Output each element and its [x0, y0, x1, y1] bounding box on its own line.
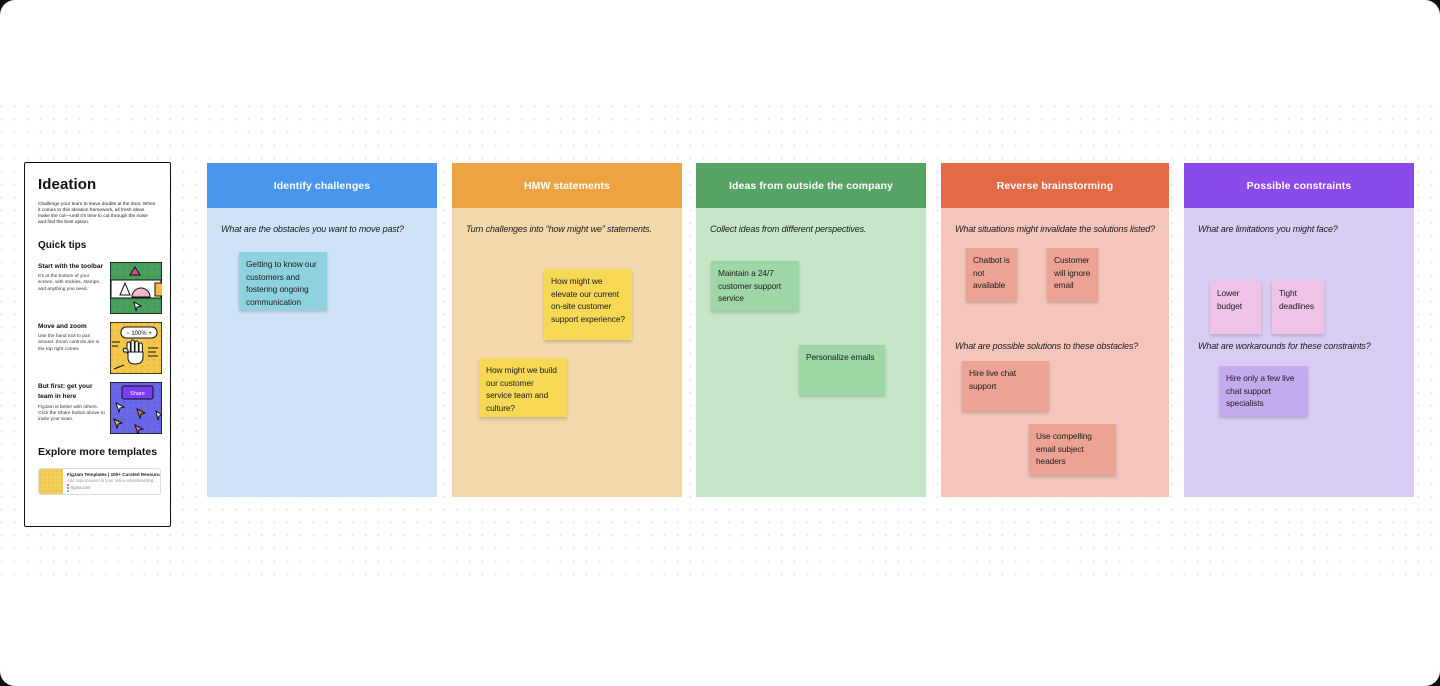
figma-logo-icon: [67, 484, 70, 492]
column-body: Turn challenges into “how might we” stat…: [452, 208, 682, 497]
sticky-note[interactable]: Getting to know our customers and foster…: [239, 252, 327, 310]
tip-start-with-toolbar: Start with the toolbar It's at the botto…: [38, 261, 162, 314]
column-header[interactable]: Reverse brainstorming: [941, 163, 1169, 208]
sticky-note[interactable]: Customer will ignore email: [1047, 248, 1098, 301]
sticky-note[interactable]: Chatbot is not available: [966, 248, 1017, 301]
prompt-text[interactable]: Collect ideas from different perspective…: [710, 224, 867, 234]
share-illustration: Share: [110, 381, 162, 434]
sticky-note[interactable]: How might we build our customer service …: [479, 358, 567, 417]
tip-body: FigJam is better with others. Click the …: [38, 404, 105, 423]
column-body: Collect ideas from different perspective…: [696, 208, 926, 497]
column-body: What situations might invalidate the sol…: [941, 208, 1169, 497]
tip-body: Use the hand tool to pan around. Zoom co…: [38, 334, 100, 352]
prompt-text[interactable]: What are limitations you might face?: [1198, 224, 1338, 234]
zoom-illustration: − 100% +: [110, 321, 162, 374]
card-title: FigJam Templates | 100+ Curated Resource…: [67, 471, 161, 477]
prompt-text[interactable]: Turn challenges into “how might we” stat…: [466, 224, 652, 234]
column-header[interactable]: HMW statements: [452, 163, 682, 208]
column-body: What are limitations you might face? What…: [1184, 208, 1414, 497]
prompt-text[interactable]: What situations might invalidate the sol…: [955, 224, 1156, 234]
sticky-note[interactable]: Hire only a few live chat support specia…: [1219, 366, 1308, 416]
column-body: What are the obstacles you want to move …: [207, 208, 437, 497]
card-link-url[interactable]: figma.com: [71, 485, 91, 491]
card-thumbnail: [39, 468, 63, 494]
column-header[interactable]: Identify challenges: [207, 163, 437, 208]
card-subtitle: Add superpowers to your online whiteboar…: [67, 477, 157, 483]
sticky-note[interactable]: Use compelling email subject headers: [1029, 424, 1116, 475]
quick-tips-heading: Quick tips: [38, 239, 87, 251]
tip-move-and-zoom: Move and zoom Use the hand tool to pan a…: [38, 321, 162, 374]
sticky-note[interactable]: Hire live chat support: [962, 361, 1049, 411]
sticky-note[interactable]: Maintain a 24/7 customer support service: [711, 261, 799, 311]
tip-title: Start with the toolbar: [38, 262, 103, 270]
column-header[interactable]: Possible constraints: [1184, 163, 1414, 208]
prompt-text[interactable]: What are the obstacles you want to move …: [221, 224, 404, 234]
template-link-card[interactable]: FigJam Templates | 100+ Curated Resource…: [38, 467, 161, 495]
sticky-note[interactable]: Personalize emails: [799, 345, 885, 395]
explore-templates-heading: Explore more templates: [38, 445, 158, 458]
sticky-note[interactable]: Lower budget: [1210, 281, 1261, 334]
tip-title: Move and zoom: [38, 322, 87, 330]
tip-body: It's at the bottom of your screen, with …: [38, 274, 101, 292]
share-button-label: Share: [130, 391, 145, 397]
prompt-text[interactable]: What are workarounds for these constrain…: [1198, 341, 1371, 351]
toolbar-illustration: [110, 261, 162, 314]
column-header[interactable]: Ideas from outside the company: [696, 163, 926, 208]
panel-title: Ideation: [38, 176, 97, 193]
template-instructions-panel[interactable]: Ideation Challenge your team to leave do…: [24, 162, 171, 527]
panel-description: Challenge your team to leave doubts at t…: [38, 202, 156, 225]
tip-title: But first: get your team in here: [38, 382, 93, 401]
sticky-note[interactable]: Tight deadlines: [1272, 281, 1324, 334]
sticky-note[interactable]: How might we elevate our current on-site…: [544, 269, 632, 340]
tip-get-team-in-here: But first: get your team in here FigJam …: [38, 381, 162, 434]
zoom-control-label: − 100% +: [126, 331, 152, 337]
prompt-text[interactable]: What are possible solutions to these obs…: [955, 341, 1139, 351]
